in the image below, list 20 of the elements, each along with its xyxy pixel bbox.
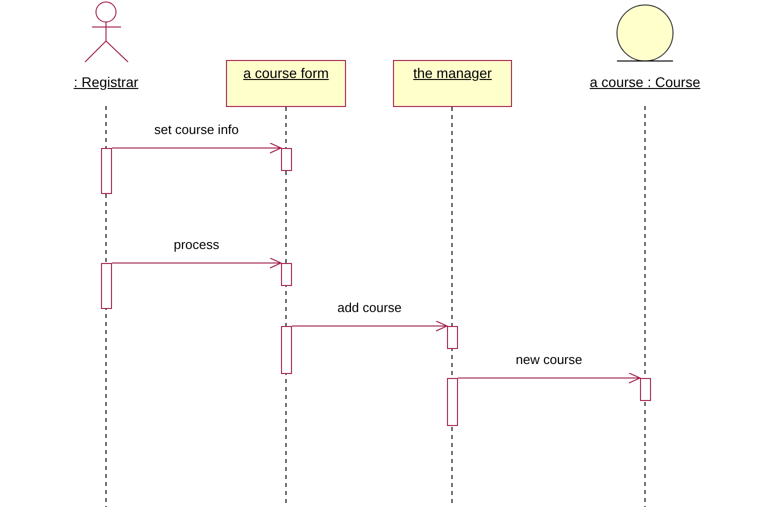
activation-bar [447,378,458,426]
message-arrow [458,372,640,384]
activation-bar [101,263,112,309]
object-box [393,60,512,107]
activation-bar [281,263,292,286]
object-name: a course form [242,65,330,81]
message-arrow [112,142,282,154]
message-arrow [112,258,282,268]
object-name: the manager [412,65,493,81]
activation-bar [447,326,458,349]
actor-name: : Registrar [72,74,140,90]
entity-name: a course : Course [588,74,702,90]
activation-bar [281,326,292,374]
activation-bar [101,148,112,194]
message-arrow [292,320,448,332]
activation-bar [640,378,651,401]
object-box [226,60,346,107]
message-label: set course info [153,122,240,137]
message-label: add course [336,300,403,315]
activation-bar [281,148,292,171]
